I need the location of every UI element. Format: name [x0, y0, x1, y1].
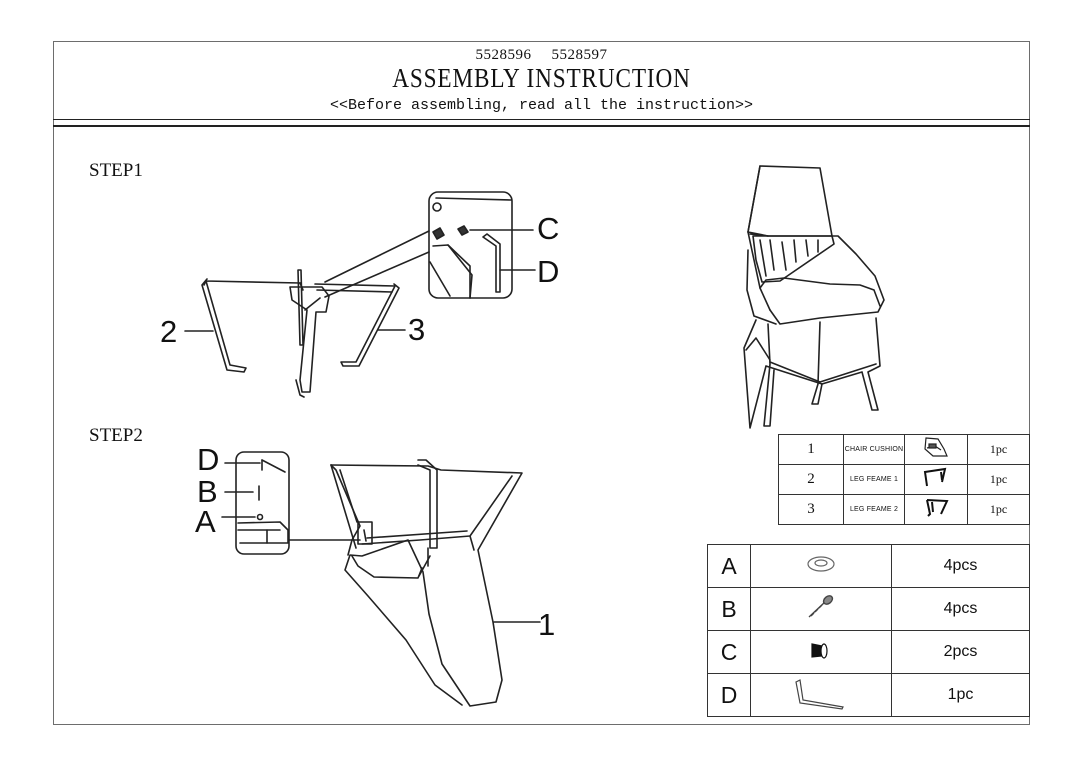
part-number: 2 — [778, 464, 844, 495]
model-codes: 5528596 5528597 — [53, 47, 1030, 64]
hardware-quantity: 2pcs — [891, 630, 1030, 674]
part-quantity: 1pc — [967, 434, 1030, 465]
callout-c: C — [537, 211, 560, 246]
leg-frame-1-icon — [921, 467, 951, 492]
step2-label: STEP2 — [89, 425, 143, 446]
callout-2: 2 — [160, 314, 178, 349]
callout-3: 3 — [408, 312, 426, 347]
instruction-sheet — [53, 41, 1030, 725]
callout-1: 1 — [538, 607, 556, 642]
hardware-quantity: 4pcs — [891, 544, 1030, 588]
components-table: 1 CHAIR CUSHION 1pc 2 LEG FEAME 1 1pc 3 … — [778, 434, 1030, 525]
leg-frame-3-drawing — [314, 283, 400, 367]
hardware-letter: B — [707, 587, 751, 631]
washer-icon — [801, 555, 841, 580]
divider — [53, 119, 1030, 120]
assembled-chair-drawing — [743, 165, 885, 429]
table-row: 2 LEG FEAME 1 1pc — [778, 464, 1030, 495]
divider — [53, 125, 1030, 127]
hardware-letter: D — [707, 673, 751, 717]
leg-frame-2-icon — [921, 499, 951, 522]
model-code: 5528597 — [551, 47, 608, 63]
chair-cushion-drawing — [330, 459, 523, 707]
center-bracket-drawing — [289, 269, 330, 398]
callout-d: D — [197, 442, 220, 477]
hardware-quantity: 4pcs — [891, 587, 1030, 631]
table-row: 3 LEG FEAME 2 1pc — [778, 494, 1030, 525]
step1-label: STEP1 — [89, 160, 143, 181]
hardware-quantity: 1pc — [891, 673, 1030, 717]
part-name: LEG FEAME 1 — [843, 464, 905, 495]
callout-b: B — [197, 474, 218, 509]
part-number: 1 — [778, 434, 844, 465]
hardware-letter: C — [707, 630, 751, 674]
part-name: LEG FEAME 2 — [843, 494, 905, 525]
part-name: CHAIR CUSHION — [843, 434, 905, 465]
leg-frame-2-drawing — [201, 278, 304, 373]
chair-cushion-icon — [921, 437, 951, 462]
table-row: B 4pcs — [707, 587, 1030, 631]
page-title: ASSEMBLY INSTRUCTION — [392, 63, 691, 93]
hardware-letter: A — [707, 544, 751, 588]
part-quantity: 1pc — [967, 494, 1030, 525]
part-number: 3 — [778, 494, 844, 525]
callout-a: A — [195, 504, 216, 539]
callout-d: D — [537, 254, 560, 289]
detail-inset-2 — [235, 451, 290, 555]
bolt-icon — [801, 594, 841, 625]
header: 5528596 5528597 ASSEMBLY INSTRUCTION <<Be… — [53, 41, 1030, 131]
barrel-nut-icon — [801, 642, 841, 666]
allen-key-icon — [791, 678, 851, 714]
table-row: D 1pc — [707, 673, 1030, 717]
page-subtitle: <<Before assembling, read all the instru… — [329, 97, 754, 114]
table-row: A 4pcs — [707, 544, 1030, 588]
model-code: 5528596 — [475, 47, 532, 63]
hardware-table: A 4pcs B 4pcs C 2pcs D 1pc — [707, 544, 1030, 717]
table-row: C 2pcs — [707, 630, 1030, 674]
part-quantity: 1pc — [967, 464, 1030, 495]
inset-bolt-icon — [432, 225, 469, 240]
table-row: 1 CHAIR CUSHION 1pc — [778, 434, 1030, 465]
